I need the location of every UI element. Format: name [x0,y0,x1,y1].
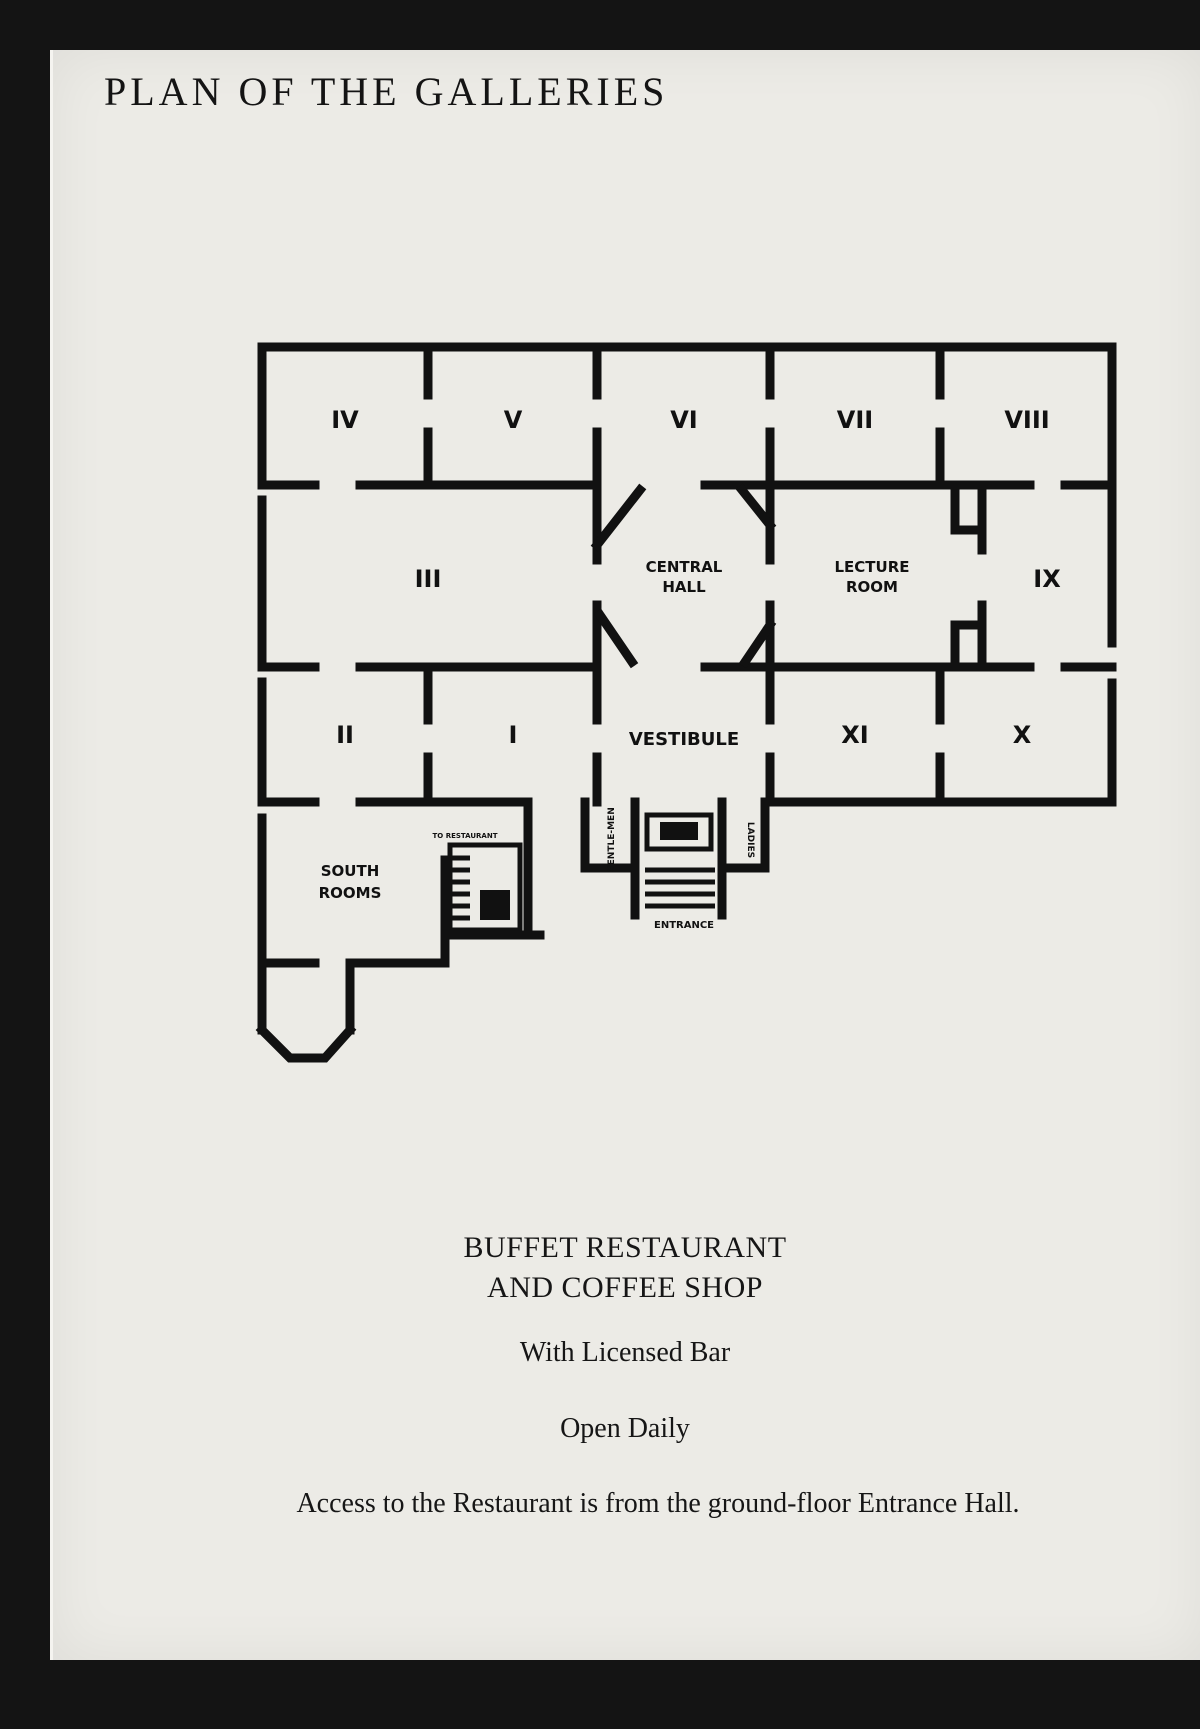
room-xi-label: XI [841,721,868,749]
room-iii-label: III [415,565,442,593]
room-viii-label: VIII [1004,406,1049,434]
opening-note: Open Daily [560,1413,690,1444]
room-i-label: I [509,721,518,749]
room-ix-label: IX [1033,565,1061,593]
catalogue-page [50,50,1200,1660]
gentlemen-label: GENTLE-MEN [607,807,617,872]
room-iv-label: IV [331,406,359,434]
room-vi-label: VI [670,406,698,434]
room-x-label: X [1013,721,1032,749]
access-note: Access to the Restaurant is from the gro… [296,1488,1020,1519]
vestibule-label: VESTIBULE [629,729,739,750]
south-rooms-label-line2: ROOMS [319,884,382,902]
room-vii-label: VII [837,406,873,434]
room-v-label: V [504,406,523,434]
ladies-label: LADIES [745,822,755,858]
licensed-bar-note: With Licensed Bar [519,1337,731,1368]
plan-walls [255,342,1117,1063]
room-labels: IV V VI VII VIII III IX II I XI X CENTRA… [319,406,1062,931]
entrance-label: ENTRANCE [654,920,714,931]
page-title: PLAN OF THE GALLERIES [104,69,669,114]
lecture-room-label-line2: ROOM [846,578,898,596]
south-rooms-label-line1: SOUTH [321,862,380,880]
to-restaurant-label: TO RESTAURANT [433,832,498,840]
central-hall-label-line1: CENTRAL [646,558,723,576]
lecture-room-label-line1: LECTURE [834,558,909,576]
plan-stairs [447,812,715,933]
restaurant-title-line2: AND COFFEE SHOP [487,1271,763,1304]
central-hall-label-line2: HALL [662,578,706,596]
room-ii-label: II [336,721,354,749]
restaurant-heading: BUFFET RESTAURANT AND COFFEE SHOP [0,1228,1200,1308]
restaurant-title-line1: BUFFET RESTAURANT [463,1231,787,1264]
